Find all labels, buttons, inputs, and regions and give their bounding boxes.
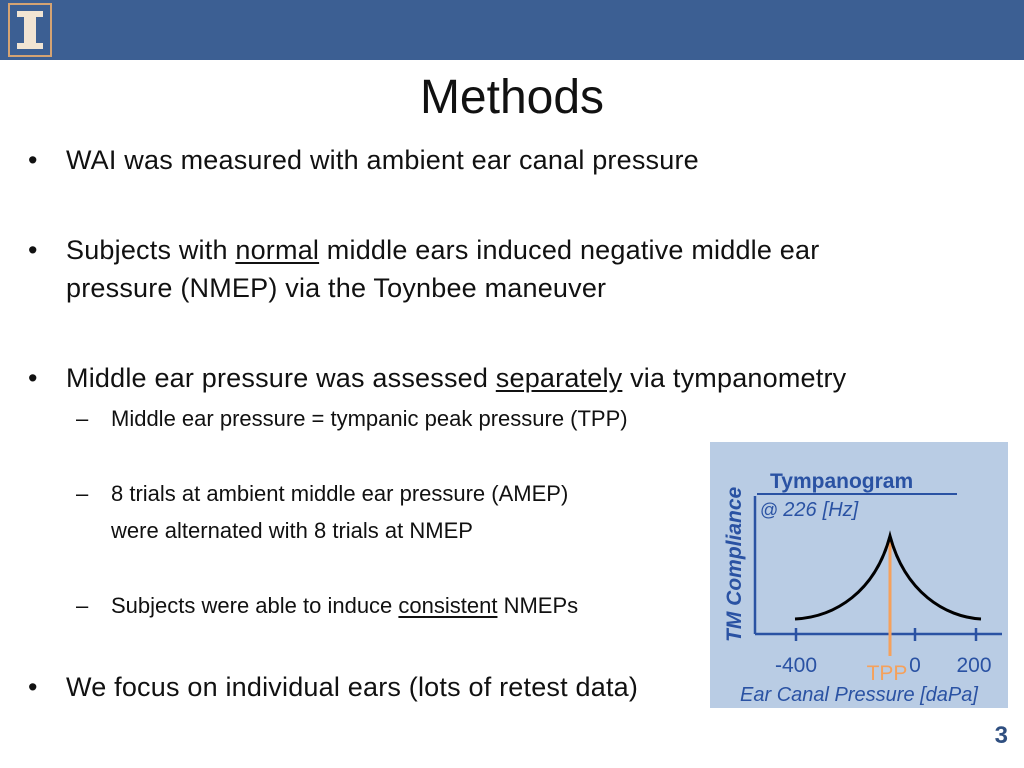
- page-number: 3: [994, 722, 1008, 749]
- x-tick-label-200: 200: [956, 654, 991, 677]
- underlined-word-normal: normal: [235, 235, 320, 265]
- sub-bullet-text-2-line2: were alternated with 8 trials at NMEP: [111, 518, 473, 543]
- bullet-text-3: Middle ear pressure was assessed separat…: [66, 359, 846, 397]
- bullet-marker: •: [28, 672, 38, 702]
- header-bar: [0, 0, 1024, 60]
- tpp-label: TPP: [867, 662, 908, 685]
- sub-bullet-text-2: 8 trials at ambient middle ear pressure …: [111, 481, 569, 506]
- bullet-text-3-post: via tympanometry: [622, 363, 847, 393]
- tympanogram-curve: [794, 530, 982, 621]
- slide-title: Methods: [419, 71, 605, 124]
- frequency-at: @: [760, 500, 783, 520]
- bullet-text-4: We focus on individual ears (lots of ret…: [66, 672, 639, 702]
- tympanogram-diagram: Tympanogram @ 226[Hz] TM Compliance -400…: [723, 470, 1002, 706]
- x-axis-label: Ear Canal Pressure [daPa]: [740, 684, 978, 706]
- sub-bullet-text-3-pre: Subjects were able to induce: [111, 593, 399, 618]
- sub-bullet-marker: –: [76, 593, 89, 618]
- sub-bullet-text-3: Subjects were able to induce consistent …: [111, 587, 578, 624]
- bullet-marker: •: [28, 145, 38, 175]
- y-axis-label: TM Compliance: [723, 486, 746, 642]
- bullet-text-2-post: middle ears induced negative middle ear: [319, 235, 820, 265]
- underlined-word-consistent: consistent: [398, 593, 498, 618]
- bullet-text-2: Subjects with normal middle ears induced…: [66, 231, 819, 269]
- university-logo-icon: [8, 3, 52, 57]
- x-tick-label-0: 0: [909, 654, 921, 677]
- tympanogram-title: Tympanogram: [770, 470, 913, 493]
- bullet-text-1: WAI was measured with ambient ear canal …: [66, 145, 699, 175]
- bullet-marker: •: [28, 363, 38, 393]
- frequency-unit: [Hz]: [822, 499, 859, 521]
- x-tick-label-m400: -400: [775, 654, 817, 677]
- frequency-label: @ 226[Hz]: [760, 499, 859, 521]
- tympanogram-figure: Tympanogram @ 226[Hz] TM Compliance -400…: [710, 442, 1008, 708]
- frequency-value: 226: [782, 499, 817, 521]
- underlined-word-separately: separately: [495, 363, 623, 393]
- bullet-text-2-pre: Subjects with: [66, 235, 236, 265]
- bullet-text-3-pre: Middle ear pressure was assessed: [66, 363, 496, 393]
- bullet-marker: •: [28, 235, 38, 265]
- sub-bullet-marker: –: [76, 481, 89, 506]
- sub-bullet-text-3-post: NMEPs: [497, 593, 579, 618]
- bullet-text-2-line2: pressure (NMEP) via the Toynbee maneuver: [66, 273, 607, 303]
- sub-bullet-text-1: Middle ear pressure = tympanic peak pres…: [111, 406, 628, 431]
- sub-bullet-marker: –: [76, 406, 89, 431]
